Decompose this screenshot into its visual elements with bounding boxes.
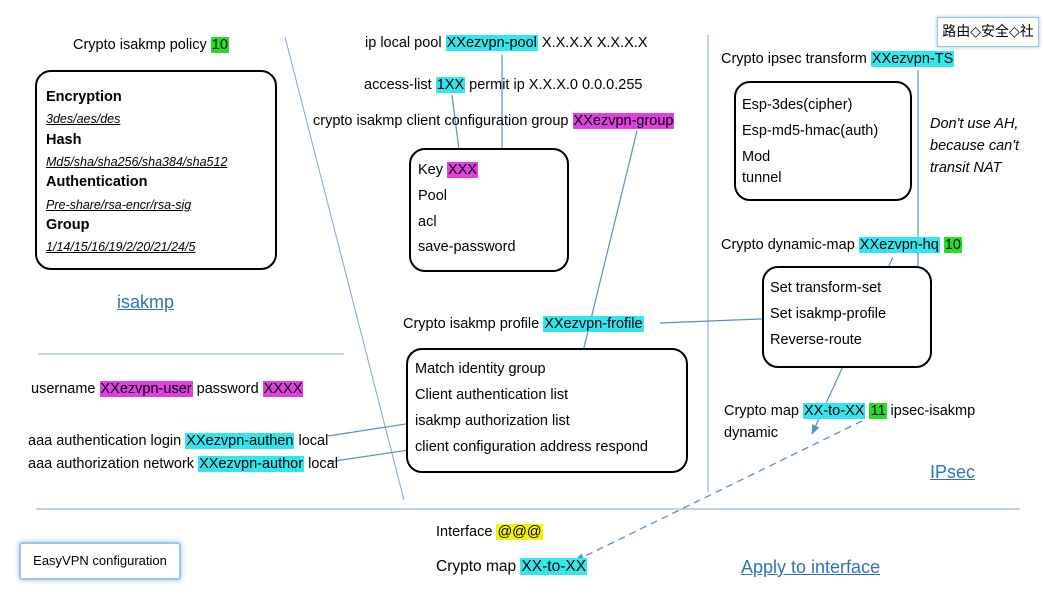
- transform-set-line: Crypto ipsec transform XXezvpn-TS: [721, 51, 955, 67]
- client-group-line: crypto isakmp client configuration group…: [313, 113, 675, 129]
- hash-values: Md5/sha/sha256/sha384/sha512: [46, 155, 228, 169]
- interface-crypto-map-name: XX-to-XX: [520, 558, 588, 575]
- reverse-route-item: Reverse-route: [770, 332, 862, 348]
- pool-item: Pool: [418, 188, 448, 204]
- password-value: XXXX: [262, 381, 304, 397]
- save-password-item: save-password: [418, 239, 516, 255]
- username-line: username XXezvpn-user password XXXX: [31, 381, 304, 397]
- arrow-group: [576, 130, 638, 373]
- aaa-author-line: aaa authorization network XXezvpn-author…: [28, 456, 338, 472]
- esp-cipher-item: Esp-3des(cipher): [742, 97, 853, 113]
- authen-name: XXezvpn-authen: [185, 433, 295, 449]
- set-transform-item: Set transform-set: [770, 280, 882, 296]
- dynamic-map-box: Set transform-set Set isakmp-profile Rev…: [762, 266, 932, 368]
- group-heading: Group: [46, 217, 90, 233]
- transform-set-box: Esp-3des(cipher) Esp-md5-hmac(auth) Mod …: [734, 81, 912, 201]
- interface-name: @@@: [496, 524, 543, 540]
- isakmp-profile-line: Crypto isakmp profile XXezvpn-frofile: [403, 316, 644, 332]
- interface-crypto-map-line: Crypto map XX-to-XX: [436, 558, 588, 575]
- client-conf-item: client configuration address respond: [415, 439, 648, 455]
- policy-number: 10: [210, 37, 229, 53]
- match-identity-item: Match identity group: [415, 361, 546, 377]
- divider-diagonal: [284, 36, 405, 501]
- author-name: XXezvpn-author: [198, 456, 305, 472]
- crypto-map-name: XX-to-XX: [802, 403, 866, 419]
- dynamic-map-name: XXezvpn-hq: [858, 237, 940, 253]
- dynamic-map-number: 10: [943, 237, 962, 253]
- acl-item: acl: [418, 214, 437, 230]
- pool-name: XXezvpn-pool: [445, 35, 538, 51]
- hash-heading: Hash: [46, 132, 82, 148]
- mod-item: Mod: [742, 149, 771, 165]
- group-name: XXezvpn-group: [572, 113, 675, 129]
- group-values: 1/14/15/16/19/2/20/21/24/5: [46, 240, 196, 254]
- crypto-map-dynamic: dynamic: [724, 425, 778, 441]
- auth-values: Pre-share/rsa-encr/rsa-sig: [46, 198, 192, 212]
- isakmp-profile-box: Match identity group Client authenticati…: [406, 348, 688, 473]
- client-auth-item: Client authentication list: [415, 387, 569, 403]
- access-list-line: access-list 1XX permit ip X.X.X.0 0.0.0.…: [364, 77, 643, 93]
- transform-set-name: XXezvpn-TS: [870, 51, 955, 67]
- easyvpn-badge: EasyVPN configuration: [19, 542, 181, 580]
- ah-note: Don't use AH, because can't transit NAT: [930, 116, 1020, 176]
- user-name: XXezvpn-user: [99, 381, 193, 397]
- profile-name: XXezvpn-frofile: [543, 316, 644, 332]
- acl-number: 1XX: [435, 77, 466, 93]
- esp-auth-item: Esp-md5-hmac(auth): [742, 123, 879, 139]
- section-ipsec[interactable]: IPsec: [930, 462, 976, 482]
- aaa-authen-line: aaa authentication login XXezvpn-authen …: [28, 433, 329, 449]
- set-profile-item: Set isakmp-profile: [770, 306, 887, 322]
- encryption-heading: Encryption: [46, 89, 122, 105]
- arrow-cmap-apply: [574, 420, 863, 562]
- key-item: Key XXX: [418, 162, 479, 178]
- ip-pool-line: ip local pool XXezvpn-pool X.X.X.X X.X.X…: [365, 35, 648, 51]
- auth-heading: Authentication: [46, 174, 148, 190]
- interface-line: Interface @@@: [436, 524, 543, 540]
- key-value: XXX: [447, 162, 479, 178]
- crypto-map-line: Crypto map XX-to-XX 11 ipsec-isakmp: [724, 403, 976, 419]
- section-apply-interface[interactable]: Apply to interface: [741, 557, 881, 577]
- encryption-values: 3des/aes/des: [46, 112, 121, 126]
- isakmp-policy-line: Crypto isakmp policy 10: [73, 37, 229, 53]
- isakmp-policy-box: Encryption 3des/aes/des Hash Md5/sha/sha…: [35, 70, 277, 270]
- dynamic-map-line: Crypto dynamic-map XXezvpn-hq 10: [721, 237, 962, 253]
- tunnel-item: tunnel: [742, 170, 782, 186]
- crypto-map-number: 11: [869, 403, 887, 419]
- isakmp-author-item: isakmp authorization list: [415, 413, 570, 429]
- watermark-logo: 路由◇安全◇社: [937, 17, 1039, 47]
- client-group-box: Key XXX Pool acl save-password: [409, 148, 569, 272]
- section-isakmp[interactable]: isakmp: [117, 292, 175, 312]
